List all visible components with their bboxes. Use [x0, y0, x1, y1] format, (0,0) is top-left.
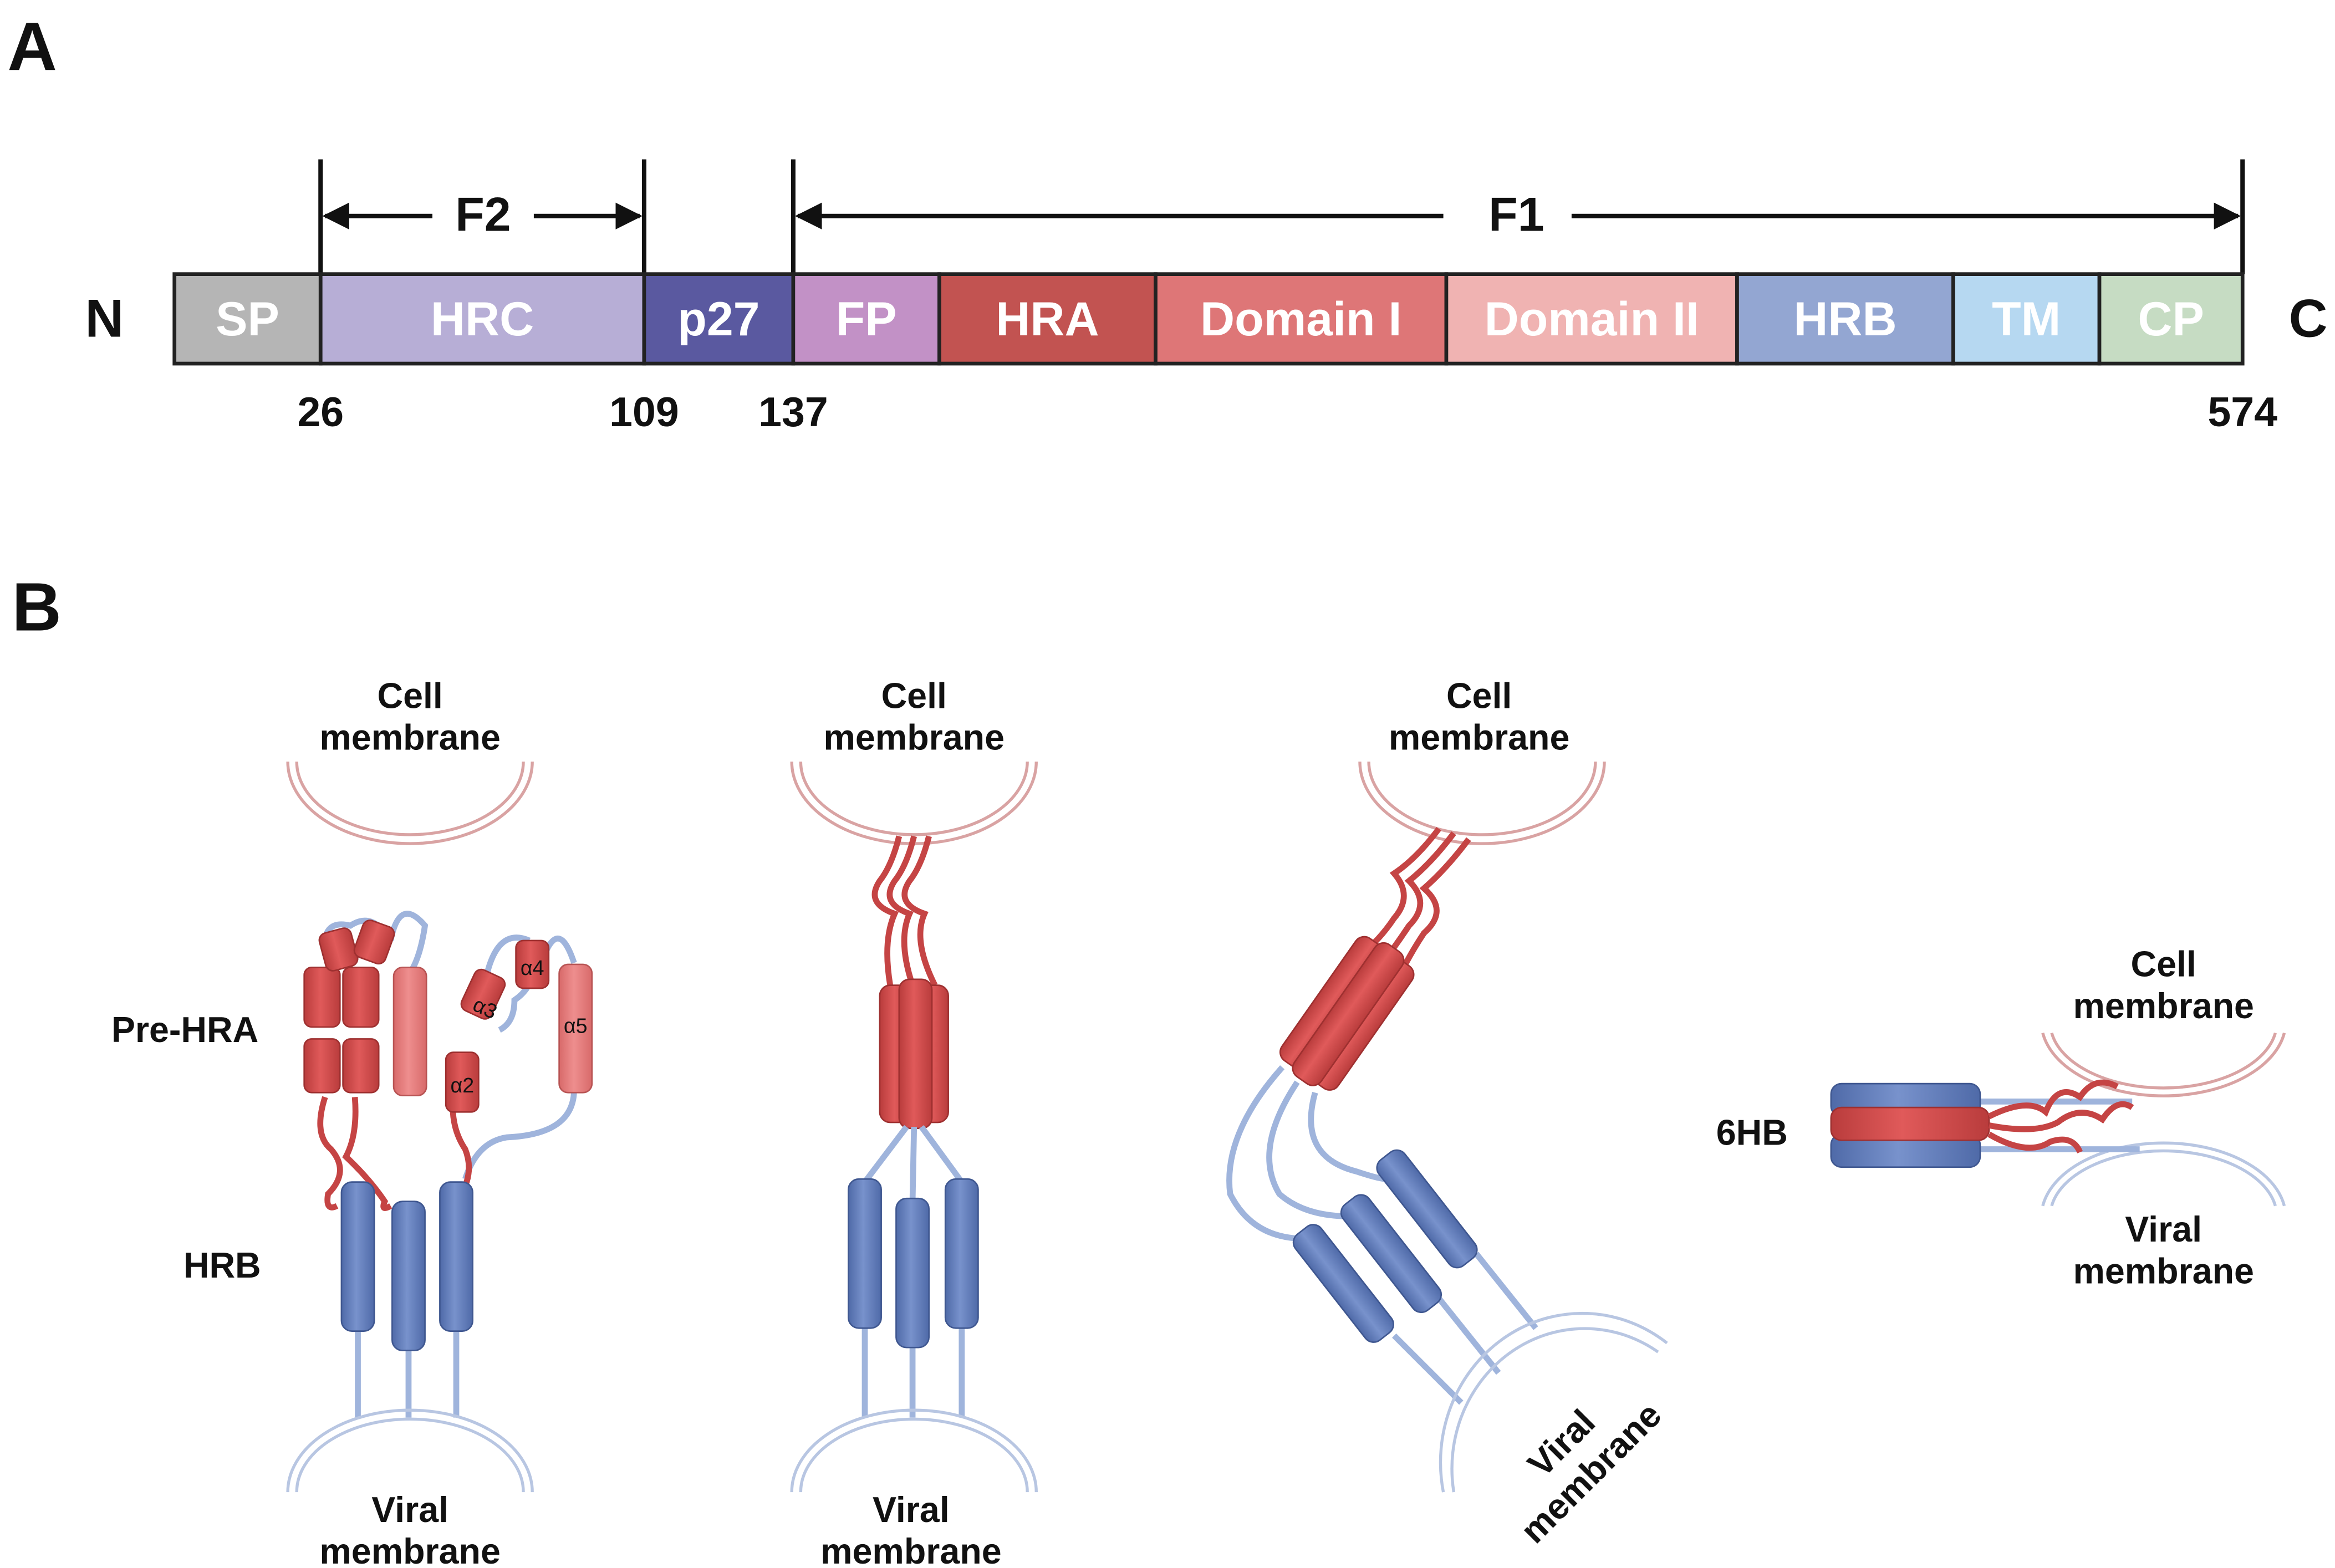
stage1-hrb-helices [340, 1181, 473, 1351]
stage1-cell-membrane-line1: Cell [377, 676, 442, 716]
n-terminus: N [85, 288, 124, 349]
segment-label-cp: CP [2138, 293, 2204, 346]
c-terminus: C [2289, 288, 2328, 349]
stage3-cell-membrane-line1: Cell [1446, 676, 1512, 716]
position-109: 109 [609, 389, 679, 435]
stage1-viral-membrane-arc [286, 1408, 534, 1493]
f2-bracket [318, 159, 646, 274]
stage2-hra-bundle [879, 978, 949, 1130]
segment-cp [2097, 272, 2245, 366]
segment-label-tm: TM [1992, 293, 2061, 346]
segment-label-fp: FP [836, 293, 897, 346]
stage3-hra-bundle [1279, 936, 1415, 1091]
segment-label-sp: SP [216, 293, 279, 346]
stage4-viral-membrane-line1: Viral [2125, 1209, 2202, 1249]
stage4-viral-membrane-line2: membrane [2073, 1252, 2254, 1291]
stage1-viral-membrane-line2: membrane [319, 1531, 500, 1568]
segment-hrb [1735, 272, 1955, 366]
stage2-linkers [861, 1125, 965, 1418]
stage3-fusion-peptides [1358, 826, 1471, 979]
segment-label-hrb: HRB [1793, 293, 1896, 346]
stage1-cell-membrane-arc [286, 762, 534, 845]
segment-label-hrc: HRC [431, 293, 534, 346]
panel-b-label: B [12, 569, 62, 645]
f1-label: F1 [1488, 188, 1544, 242]
segment-hrc [318, 272, 646, 366]
domain-bar: SP HRC p27 FP HRA Domain I Domain II HRB TM CP [172, 272, 2245, 366]
stage2-fusion-peptides [871, 835, 938, 987]
segment-label-p27: p27 [677, 293, 759, 346]
position-137: 137 [758, 389, 828, 435]
segment-label-domain-ii: Domain II [1485, 293, 1699, 346]
stage2-cell-membrane-line1: Cell [881, 676, 947, 716]
helix-label-a5: α5 [564, 1014, 588, 1038]
f1-bracket [791, 159, 2245, 274]
stage-4: Cell membrane 6HB Viral membrane [1716, 944, 2286, 1291]
stage2-cell-membrane-line2: membrane [824, 718, 1005, 758]
stage1-cell-membrane-line2: membrane [319, 718, 500, 758]
helix-label-a2: α2 [450, 1074, 474, 1097]
stage4-cell-membrane-line1: Cell [2130, 944, 2196, 984]
stage-3: Cell membrane [1226, 676, 1669, 1551]
stage3-linkers [1226, 1065, 1538, 1405]
stage4-6hb-label: 6HB [1716, 1112, 1788, 1152]
stage4-viral-membrane-arc [2041, 1141, 2286, 1207]
segment-tm [1951, 272, 2102, 366]
f2-label: F2 [455, 188, 511, 242]
stage2-hrb-helices [848, 1178, 979, 1349]
stage3-viral-membrane-label: Viral membrane [1513, 1395, 1669, 1551]
position-26: 26 [297, 389, 344, 435]
panel-a-label: A [7, 8, 57, 85]
segment-sp [172, 272, 323, 366]
segment-label-domain-i: Domain I [1200, 293, 1401, 346]
stage2-viral-membrane-line1: Viral [873, 1490, 950, 1530]
stage4-cell-membrane-arc [2041, 1032, 2286, 1097]
stage-1: Cell membrane [111, 676, 593, 1568]
stage1-hrb-label: HRB [183, 1245, 261, 1285]
stage2-viral-membrane-line2: membrane [820, 1531, 1001, 1568]
stage3-cell-membrane-arc [1358, 762, 1606, 845]
stage3-viral-membrane-arc [1439, 1311, 1668, 1493]
segment-label-hra: HRA [996, 293, 1099, 346]
segment-domain-i [1154, 272, 1449, 366]
stage4-cell-membrane-line2: membrane [2073, 986, 2254, 1026]
segment-domain-ii [1444, 272, 1739, 366]
stage4-6hb-bundle [1830, 1082, 1990, 1168]
stage2-viral-membrane-arc [790, 1408, 1038, 1493]
stage4-fusion-peptides [1987, 1079, 2134, 1154]
stage1-pre-hra-label: Pre-HRA [111, 1010, 258, 1050]
stage-2: Cell membrane [790, 676, 1038, 1568]
helix-label-a4: α4 [521, 956, 544, 979]
stage1-viral-membrane-line1: Viral [371, 1490, 448, 1530]
stage3-hrb-helices [1292, 1149, 1478, 1343]
stage3-cell-membrane-line2: membrane [1389, 718, 1569, 758]
stage2-cell-membrane-arc [790, 762, 1038, 845]
stage1-red-helices [303, 920, 593, 1113]
position-574: 574 [2207, 389, 2277, 435]
